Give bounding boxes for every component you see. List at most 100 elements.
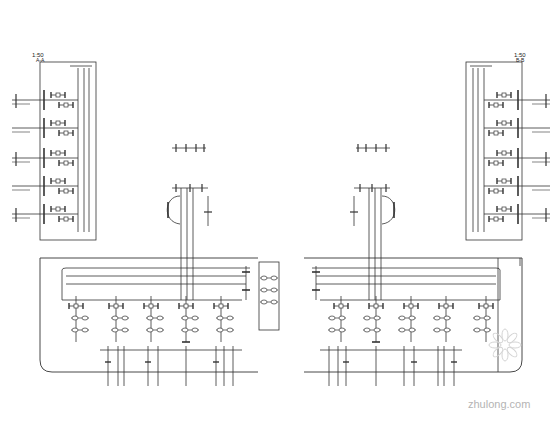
switch-symbol	[59, 216, 73, 222]
header-line	[172, 148, 206, 149]
header-line	[66, 284, 246, 285]
fitting-body	[82, 328, 88, 332]
fitting-symbol	[71, 328, 89, 332]
symbol-body	[64, 189, 68, 193]
symbol-tick	[478, 303, 479, 309]
switch-symbol	[59, 160, 73, 166]
symbol-tick	[488, 130, 489, 136]
symbol-body	[64, 217, 68, 221]
fitting-body	[329, 328, 335, 332]
fitting-body	[399, 316, 405, 320]
fitting-symbol	[111, 328, 129, 332]
switch-symbol	[144, 303, 158, 309]
switch-symbol	[489, 216, 503, 222]
symbol-tick	[58, 102, 59, 108]
switch-symbol	[51, 92, 65, 98]
riser-line	[89, 68, 90, 232]
branch-line	[532, 132, 550, 133]
riser-line	[369, 188, 370, 300]
center-box	[259, 262, 279, 330]
fitting-body	[227, 316, 233, 320]
riser-line	[181, 188, 182, 300]
fitting-symbol	[398, 316, 416, 320]
symbol-body	[502, 93, 506, 97]
switch-symbol	[51, 150, 65, 156]
symbol-tick	[488, 188, 489, 194]
outlet-line	[376, 346, 377, 386]
symbol-tick	[157, 303, 158, 309]
valve-bar	[43, 148, 45, 168]
tick	[385, 144, 386, 152]
branch-line	[12, 186, 78, 187]
fitting-body	[374, 328, 380, 332]
switch-symbol	[109, 303, 123, 309]
riser-line	[246, 266, 247, 300]
symbol-tick	[50, 178, 51, 184]
symbol-tick	[72, 130, 73, 136]
symbol-tick	[417, 303, 418, 309]
symbol-tick	[64, 206, 65, 212]
switch-symbol	[479, 303, 493, 309]
header-line	[316, 276, 496, 277]
fitting-body	[217, 328, 223, 332]
riser-line	[78, 68, 79, 232]
outlet-line	[118, 346, 119, 386]
switch-symbol	[439, 303, 453, 309]
symbol-tick	[72, 160, 73, 166]
symbol-tick	[192, 303, 193, 309]
fitting-symbol	[216, 316, 234, 320]
valve-bar	[312, 289, 320, 291]
branch-line	[532, 104, 550, 105]
fitting-symbol	[433, 328, 451, 332]
symbol-tick	[488, 160, 489, 166]
symbol-tick	[72, 188, 73, 194]
fitting-body	[329, 316, 335, 320]
fitting-body	[147, 328, 153, 332]
valve-bar	[517, 176, 519, 196]
symbol-tick	[452, 303, 453, 309]
symbol-tick	[58, 188, 59, 194]
symbol-tick	[368, 303, 369, 309]
logo-petal	[502, 329, 508, 341]
outlet-line	[186, 346, 187, 386]
room-outline	[40, 258, 258, 372]
fitting-symbol	[71, 316, 89, 320]
branch-line	[12, 128, 78, 129]
symbol-tick	[492, 303, 493, 309]
outlet-line	[338, 346, 339, 386]
fitting-body	[147, 316, 153, 320]
branch-line	[484, 128, 550, 129]
fitting-symbol	[473, 328, 491, 332]
header-line	[470, 66, 492, 67]
riser-line	[375, 188, 376, 300]
riser-line	[484, 68, 485, 232]
fitting-body	[261, 300, 267, 304]
loop-pipe	[167, 196, 180, 224]
branch-line	[12, 100, 78, 101]
valve-bar	[312, 271, 320, 273]
symbol-tick	[488, 216, 489, 222]
fitting-symbol	[328, 328, 346, 332]
symbol-tick	[178, 303, 179, 309]
valve-bar	[372, 341, 380, 343]
branch-line	[12, 162, 30, 163]
fitting-body	[192, 316, 198, 320]
symbol-body	[219, 304, 223, 308]
riser-line	[316, 266, 317, 300]
logo-petal	[506, 332, 519, 345]
fitting-symbol	[260, 276, 278, 280]
fitting-body	[474, 328, 480, 332]
symbol-tick	[510, 178, 511, 184]
fitting-symbol	[260, 288, 278, 292]
branch-line	[12, 158, 78, 159]
symbol-body	[64, 103, 68, 107]
symbol-tick	[488, 102, 489, 108]
fitting-symbol	[146, 328, 164, 332]
fitting-symbol	[398, 328, 416, 332]
header-line	[320, 350, 462, 351]
symbol-tick	[496, 120, 497, 126]
symbol-body	[494, 161, 498, 165]
symbol-body	[444, 304, 448, 308]
symbol-body	[64, 161, 68, 165]
